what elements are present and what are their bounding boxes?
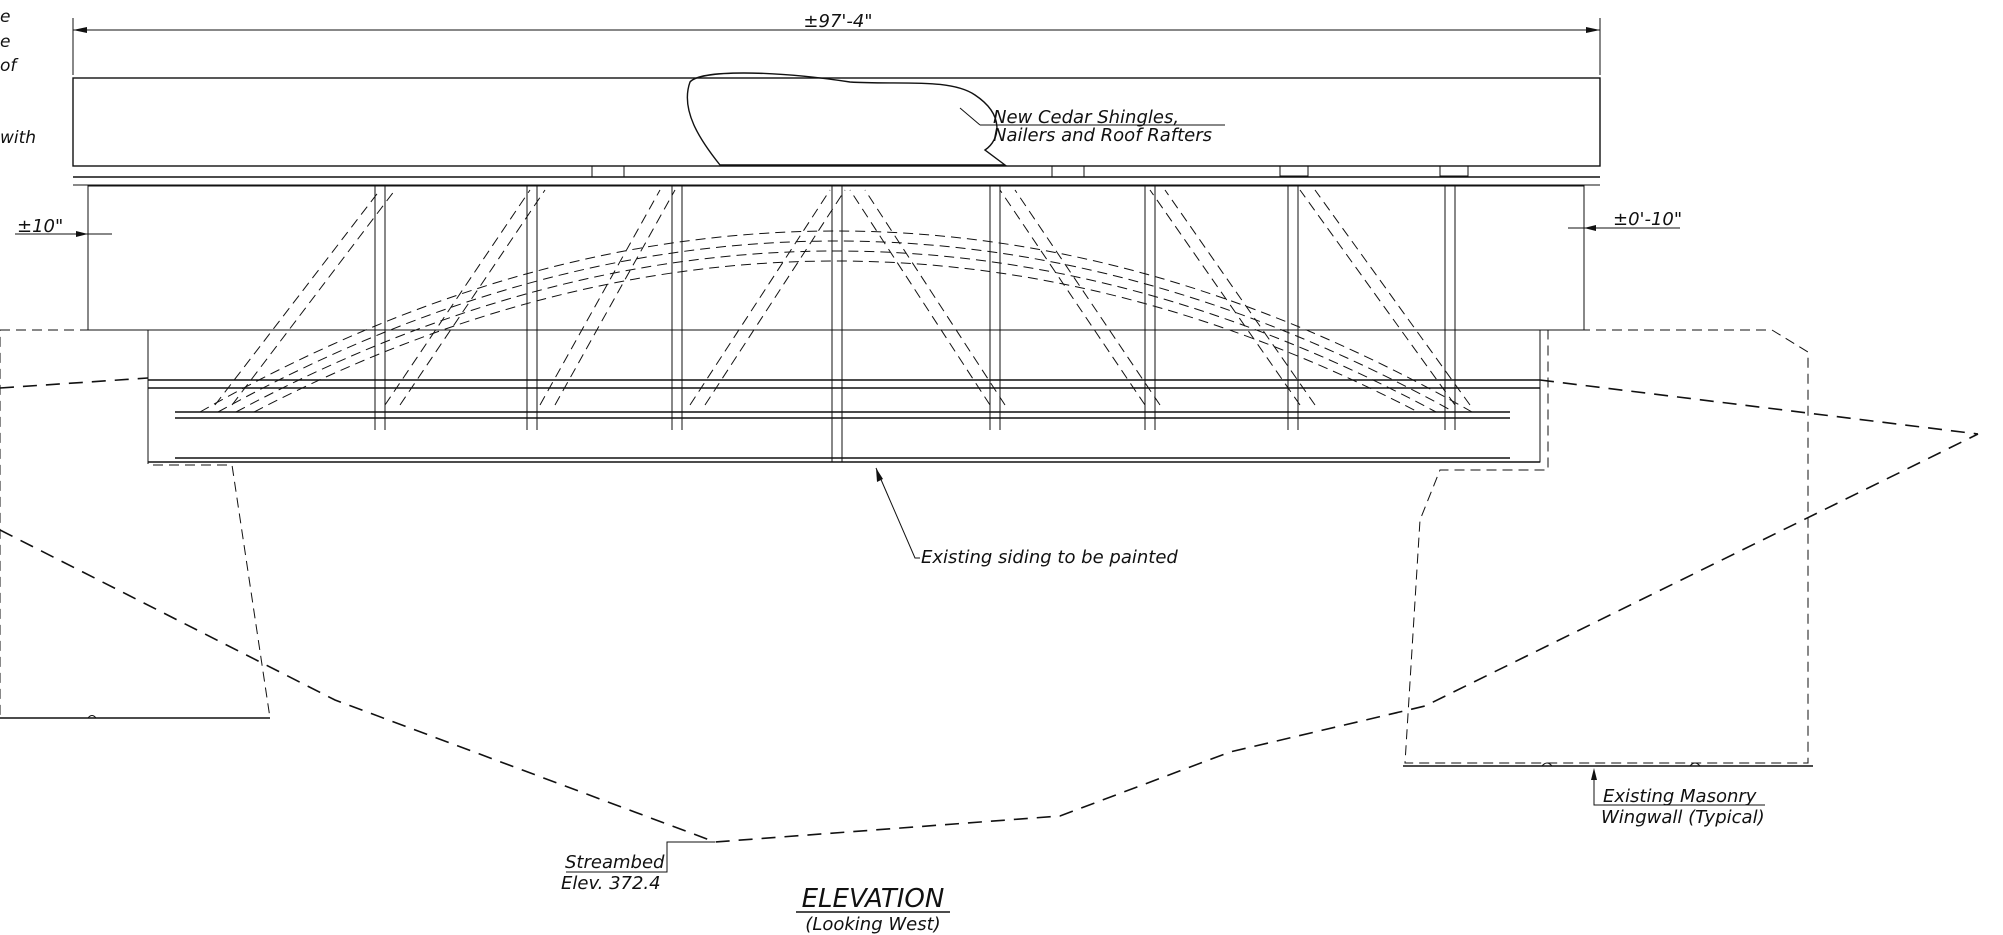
clipped-left-note: e e of with bbox=[0, 7, 36, 148]
streambed-note: Streambed Elev. 372.4 bbox=[561, 841, 715, 894]
view-title-block: ELEVATION (Looking West) bbox=[796, 884, 950, 935]
overall-length-label: ±97'-4" bbox=[803, 11, 872, 32]
left-overhang-dimension: ±10" bbox=[15, 216, 112, 237]
streambed-elevation: Elev. 372.4 bbox=[561, 873, 661, 894]
clipped-note-line: with bbox=[0, 128, 36, 148]
wingwall-label-line2: Wingwall (Typical) bbox=[1601, 807, 1765, 828]
truss-diagonals bbox=[214, 189, 1471, 406]
right-overhang-label: ±0'-10" bbox=[1613, 209, 1682, 230]
view-title: ELEVATION bbox=[802, 884, 945, 914]
roof-note-line1: New Cedar Shingles, bbox=[993, 107, 1179, 128]
overall-dimension: ±97'-4" bbox=[72, 11, 1601, 75]
truss-posts bbox=[374, 186, 1456, 462]
wingwall-note: Existing Masonry Wingwall (Typical) bbox=[1591, 768, 1765, 828]
clipped-note-line: e bbox=[0, 32, 10, 52]
roof bbox=[72, 72, 1601, 186]
siding-note: Existing siding to be painted bbox=[875, 467, 1178, 568]
shingle-cutaway bbox=[686, 72, 1008, 166]
clipped-note-line: e bbox=[0, 7, 10, 27]
bridge-body bbox=[87, 185, 1585, 463]
roof-note: New Cedar Shingles, Nailers and Roof Raf… bbox=[959, 107, 1225, 146]
truss-arches bbox=[199, 230, 1473, 413]
clipped-note-line: of bbox=[0, 56, 19, 76]
streambed-label: Streambed bbox=[565, 852, 665, 873]
right-abutment bbox=[1403, 329, 1813, 767]
left-overhang-label: ±10" bbox=[17, 216, 63, 237]
roof-note-line2: Nailers and Roof Rafters bbox=[993, 125, 1212, 146]
wingwall-label-line1: Existing Masonry bbox=[1603, 786, 1757, 807]
siding-note-label: Existing siding to be painted bbox=[921, 547, 1178, 568]
right-overhang-dimension: ±0'-10" bbox=[1568, 209, 1682, 231]
view-subtitle: (Looking West) bbox=[805, 914, 940, 935]
grade-lines bbox=[0, 377, 1979, 843]
